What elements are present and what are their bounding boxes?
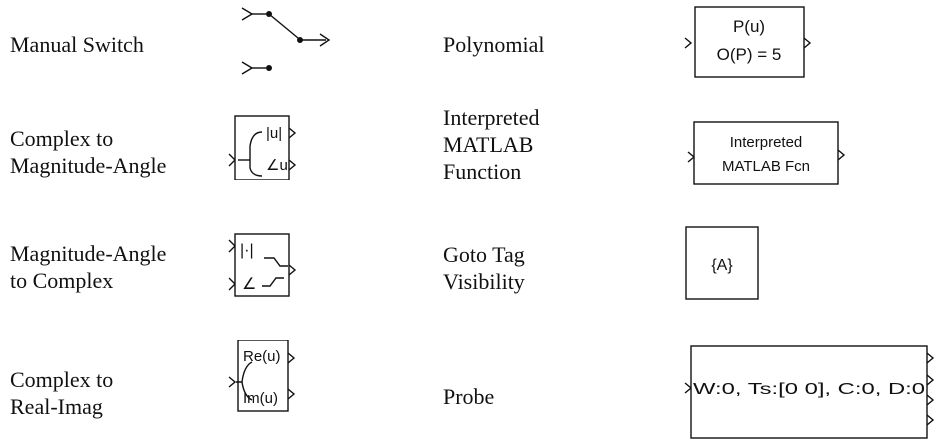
polynomial-block-icon: P(u) O(P) = 5	[684, 6, 812, 78]
probe-info-text: W:0, Ts:[0 0], C:0, D:0	[693, 381, 925, 398]
label-magnitude-angle-to-complex: Magnitude-Angle to Complex	[10, 241, 167, 293]
real-part-text: Re(u)	[243, 348, 281, 365]
label-manual-switch: Manual Switch	[10, 32, 144, 57]
imag-part-text: Im(u)	[243, 390, 278, 407]
polynomial-name-text: P(u)	[733, 17, 765, 36]
complex-to-magnitude-angle-icon: |u| ∠u	[228, 115, 297, 180]
label-polynomial: Polynomial	[443, 32, 545, 57]
label-complex-to-real-imag: Complex to Real-Imag	[10, 367, 114, 419]
label-goto-tag-visibility: Goto Tag Visibility	[443, 242, 525, 294]
label-probe: Probe	[443, 384, 495, 409]
goto-tag-visibility-block-icon: {A}	[685, 226, 759, 300]
angle-text: ∠	[242, 276, 256, 293]
label-complex-to-magnitude-angle: Complex to Magnitude-Angle	[10, 126, 167, 178]
interpreted-matlab-fcn-block-icon: Interpreted MATLAB Fcn	[687, 121, 846, 185]
polynomial-order-text: O(P) = 5	[717, 45, 782, 64]
probe-block-icon: W:0, Ts:[0 0], C:0, D:0	[684, 345, 935, 439]
interpreted-text: Interpreted	[730, 134, 803, 151]
label-interpreted-matlab-function: Interpreted MATLAB Function	[443, 105, 540, 184]
magnitude-angle-to-complex-icon: |·| ∠	[228, 233, 297, 297]
complex-to-real-imag-icon: Re(u) Im(u)	[228, 340, 296, 412]
magnitude-text: |·|	[240, 242, 254, 259]
manual-switch-icon	[241, 7, 331, 75]
angle-text: ∠u	[266, 157, 288, 174]
matlab-fcn-text: MATLAB Fcn	[722, 158, 810, 175]
magnitude-text: |u|	[266, 125, 282, 142]
goto-tag-text: {A}	[711, 257, 733, 274]
